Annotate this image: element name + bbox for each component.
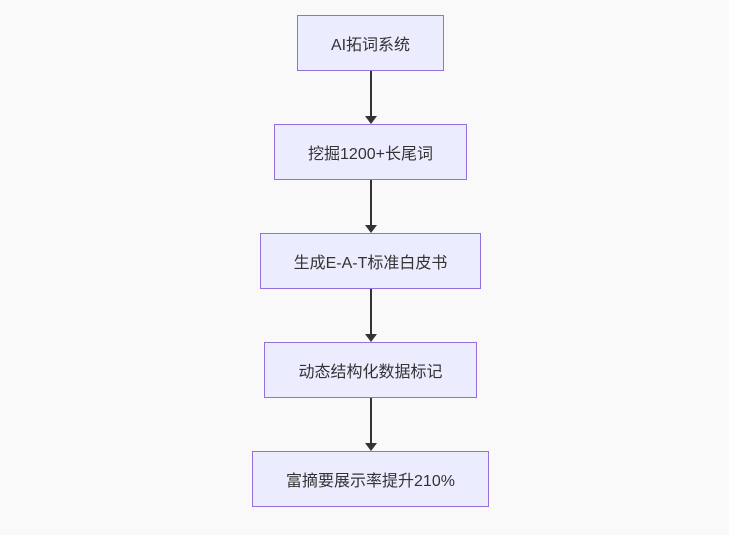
arrow-shaft [369,180,372,227]
flow-node-label: 动态结构化数据标记 [298,364,443,381]
arrow-shaft [369,71,372,118]
flow-edge-2 [364,180,378,233]
arrow-down-icon [364,116,377,124]
arrow-shaft [369,398,372,445]
arrow-down-icon [364,225,377,233]
flow-node-step-3: 生成E-A-T标准白皮书 [259,233,482,289]
flow-node-label: 富摘要展示率提升210% [286,473,455,490]
flow-node-step-2: 挖掘1200+长尾词 [274,124,467,180]
arrow-down-icon [364,334,377,342]
flowchart: AI拓词系统 挖掘1200+长尾词 生成E-A-T标准白皮书 动态结构化数据标记… [6,0,729,535]
flow-node-step-1: AI拓词系统 [296,15,445,71]
flow-node-step-5: 富摘要展示率提升210% [252,451,489,507]
arrow-shaft [369,289,372,336]
flow-node-label: 生成E-A-T标准白皮书 [293,255,448,272]
flow-node-label: 挖掘1200+长尾词 [308,146,433,163]
flow-edge-3 [364,289,378,342]
flow-node-label: AI拓词系统 [330,37,411,54]
flow-edge-4 [364,398,378,451]
flow-edge-1 [364,71,378,124]
arrow-down-icon [364,443,377,451]
flow-node-step-4: 动态结构化数据标记 [264,342,477,398]
